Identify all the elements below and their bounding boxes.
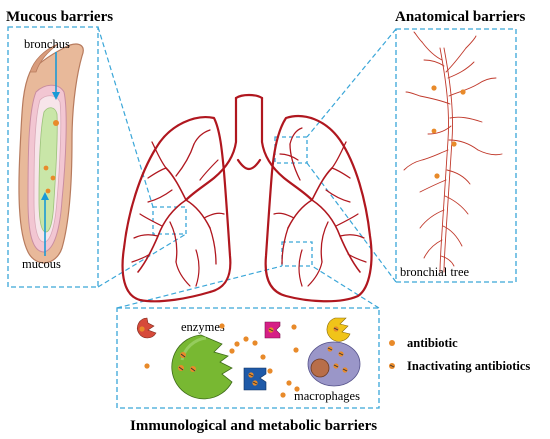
anatomical-box bbox=[395, 28, 517, 283]
legend: antibiotic Inactivating antibiotics bbox=[389, 336, 530, 373]
label-bronchial-tree: bronchial tree bbox=[400, 265, 470, 279]
bronchial-tree-illustration bbox=[403, 31, 503, 273]
enzyme-magenta bbox=[264, 321, 281, 339]
title-anatomical-barriers: Anatomical barriers bbox=[395, 9, 526, 25]
arrow-mucous-head bbox=[41, 192, 49, 200]
zoom-box-anatomical bbox=[274, 136, 308, 164]
title-immunological-barriers: Immunological and metabolic barriers bbox=[130, 418, 377, 434]
title-mucous-barriers: Mucous barriers bbox=[6, 9, 113, 25]
macrophage bbox=[307, 341, 361, 387]
lungs-illustration bbox=[121, 93, 373, 303]
enzyme-yellow bbox=[326, 317, 351, 342]
free-antibiotics bbox=[144, 323, 300, 398]
bronchus-illustration bbox=[18, 43, 84, 264]
legend-inactivating-label: Inactivating antibiotics bbox=[407, 359, 530, 373]
label-macrophages: macrophages bbox=[294, 389, 360, 403]
legend-antibiotic-label: antibiotic bbox=[407, 336, 458, 350]
enzyme-red-small bbox=[137, 317, 157, 339]
zoom-box-immunological bbox=[281, 241, 313, 267]
enzyme-green-large bbox=[171, 334, 233, 400]
label-mucous: mucous bbox=[22, 257, 61, 271]
label-bronchus: bronchus bbox=[24, 37, 70, 51]
label-enzymes: enzymes bbox=[181, 320, 225, 334]
enzyme-blue bbox=[243, 367, 267, 391]
bronchial-tree-antibiotics bbox=[431, 85, 466, 179]
immunological-box bbox=[116, 307, 380, 409]
arrow-bronchus-head bbox=[52, 92, 60, 100]
legend-antibiotic-marker bbox=[389, 340, 395, 346]
mucous-box bbox=[7, 26, 99, 288]
zoom-box-mucous bbox=[152, 206, 187, 235]
